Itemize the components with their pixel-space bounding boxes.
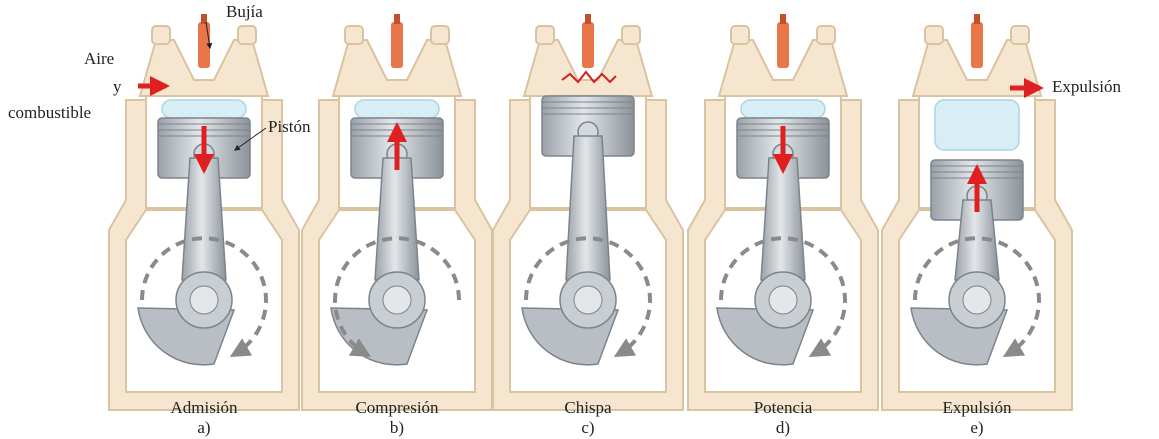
spark-plug-icon [777,22,789,68]
connecting-rod [182,158,226,280]
spark-plug-icon [198,22,210,68]
valve-spring-left [152,26,170,44]
connecting-rod [375,158,419,280]
gas-cloud [741,100,825,118]
spark-plug-tip [394,14,400,24]
crank-hub [769,286,797,314]
piston-label: Pistón [268,118,311,136]
valve-spring-left [345,26,363,44]
fuel-label: combustible [8,104,91,122]
spark-plug-tip [780,14,786,24]
stage-letter-e: e) [897,419,1057,437]
stage-letter-b: b) [317,419,477,437]
valve-spring-right [431,26,449,44]
spark-plug-icon [391,22,403,68]
engine-stage-3 [493,14,683,410]
engine-stage-2 [302,14,492,410]
valve-spring-left [731,26,749,44]
and-label: y [113,78,122,96]
stage-caption-expulsion: Expulsión [897,399,1057,417]
crank-hub [190,286,218,314]
connecting-rod [566,136,610,280]
valve-spring-right [1011,26,1029,44]
engine-stage-1 [109,14,299,410]
spark-plug-icon [582,22,594,68]
engine-stage-4 [688,14,878,410]
stage-letter-a: a) [124,419,284,437]
exhaust-label: Expulsión [1052,78,1121,96]
stage-caption-admision: Admisión [124,399,284,417]
valve-spring-right [238,26,256,44]
crank-hub [963,286,991,314]
valve-spring-left [925,26,943,44]
valve-spring-right [622,26,640,44]
stage-caption-potencia: Potencia [703,399,863,417]
air-label: Aire [84,50,114,68]
stage-letter-c: c) [508,419,668,437]
crank-hub [574,286,602,314]
spark-plug-tip [974,14,980,24]
stage-caption-compresion: Compresión [317,399,477,417]
spark-plug-tip [585,14,591,24]
spark-plug-label: Bujía [226,3,263,21]
gas-cloud [355,100,439,118]
engine-stage-5 [882,14,1072,410]
valve-spring-left [536,26,554,44]
crank-hub [383,286,411,314]
stage-caption-chispa: Chispa [508,399,668,417]
valve-spring-right [817,26,835,44]
spark-plug-icon [971,22,983,68]
gas-cloud [162,100,246,118]
gas-cloud [935,100,1019,150]
stage-letter-d: d) [703,419,863,437]
connecting-rod [761,158,805,280]
